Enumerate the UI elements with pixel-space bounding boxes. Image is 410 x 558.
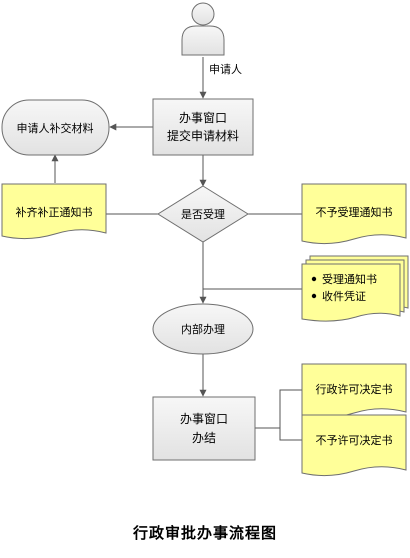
internal-process-ellipse xyxy=(152,303,254,355)
connectors xyxy=(51,57,302,441)
reject-notice-label: 不予受理通知书 xyxy=(316,205,393,219)
supplement-materials-box xyxy=(1,99,110,156)
applicant-icon xyxy=(181,2,225,56)
window-finish-box xyxy=(152,396,256,461)
correction-notice-label: 补齐补正通知书 xyxy=(16,205,93,219)
diagram-title: 行政审批办事流程图 xyxy=(132,524,277,542)
applicant-label: 申请人 xyxy=(209,63,242,76)
window-finish-label-2: 办结 xyxy=(192,430,216,445)
deny-permit-decision-label: 不予许可决定书 xyxy=(316,433,393,447)
reject-notice-doc xyxy=(301,183,407,245)
bracket-outcomes xyxy=(279,389,302,441)
accept-doc-item-2: 收件凭证 xyxy=(322,289,366,303)
window-submit-box xyxy=(152,98,254,156)
accept-docs-stack xyxy=(301,255,409,322)
window-submit-label-2: 提交申请材料 xyxy=(167,128,239,143)
accept-decision-label: 是否受理 xyxy=(181,208,225,221)
permit-decision-label: 行政许可决定书 xyxy=(316,382,393,396)
accept-doc-item-1: 受理通知书 xyxy=(322,272,377,286)
internal-process-label: 内部办理 xyxy=(181,322,225,336)
supplement-materials-label: 申请人补交材料 xyxy=(17,121,94,135)
accept-doc-bullet-1 xyxy=(311,276,317,282)
accept-decision-diamond xyxy=(157,185,249,243)
window-finish-label-1: 办事窗口 xyxy=(180,411,228,426)
correction-notice-doc xyxy=(1,183,107,240)
window-submit-label-1: 办事窗口 xyxy=(179,110,227,125)
accept-doc-bullet-2 xyxy=(311,293,317,299)
deny-permit-decision-doc xyxy=(301,414,407,477)
flowchart-diagram: 申请人 办事窗口 提交申请材料 申请人补交材料 补齐补正通知书 是否受理 不予受… xyxy=(1,2,409,477)
